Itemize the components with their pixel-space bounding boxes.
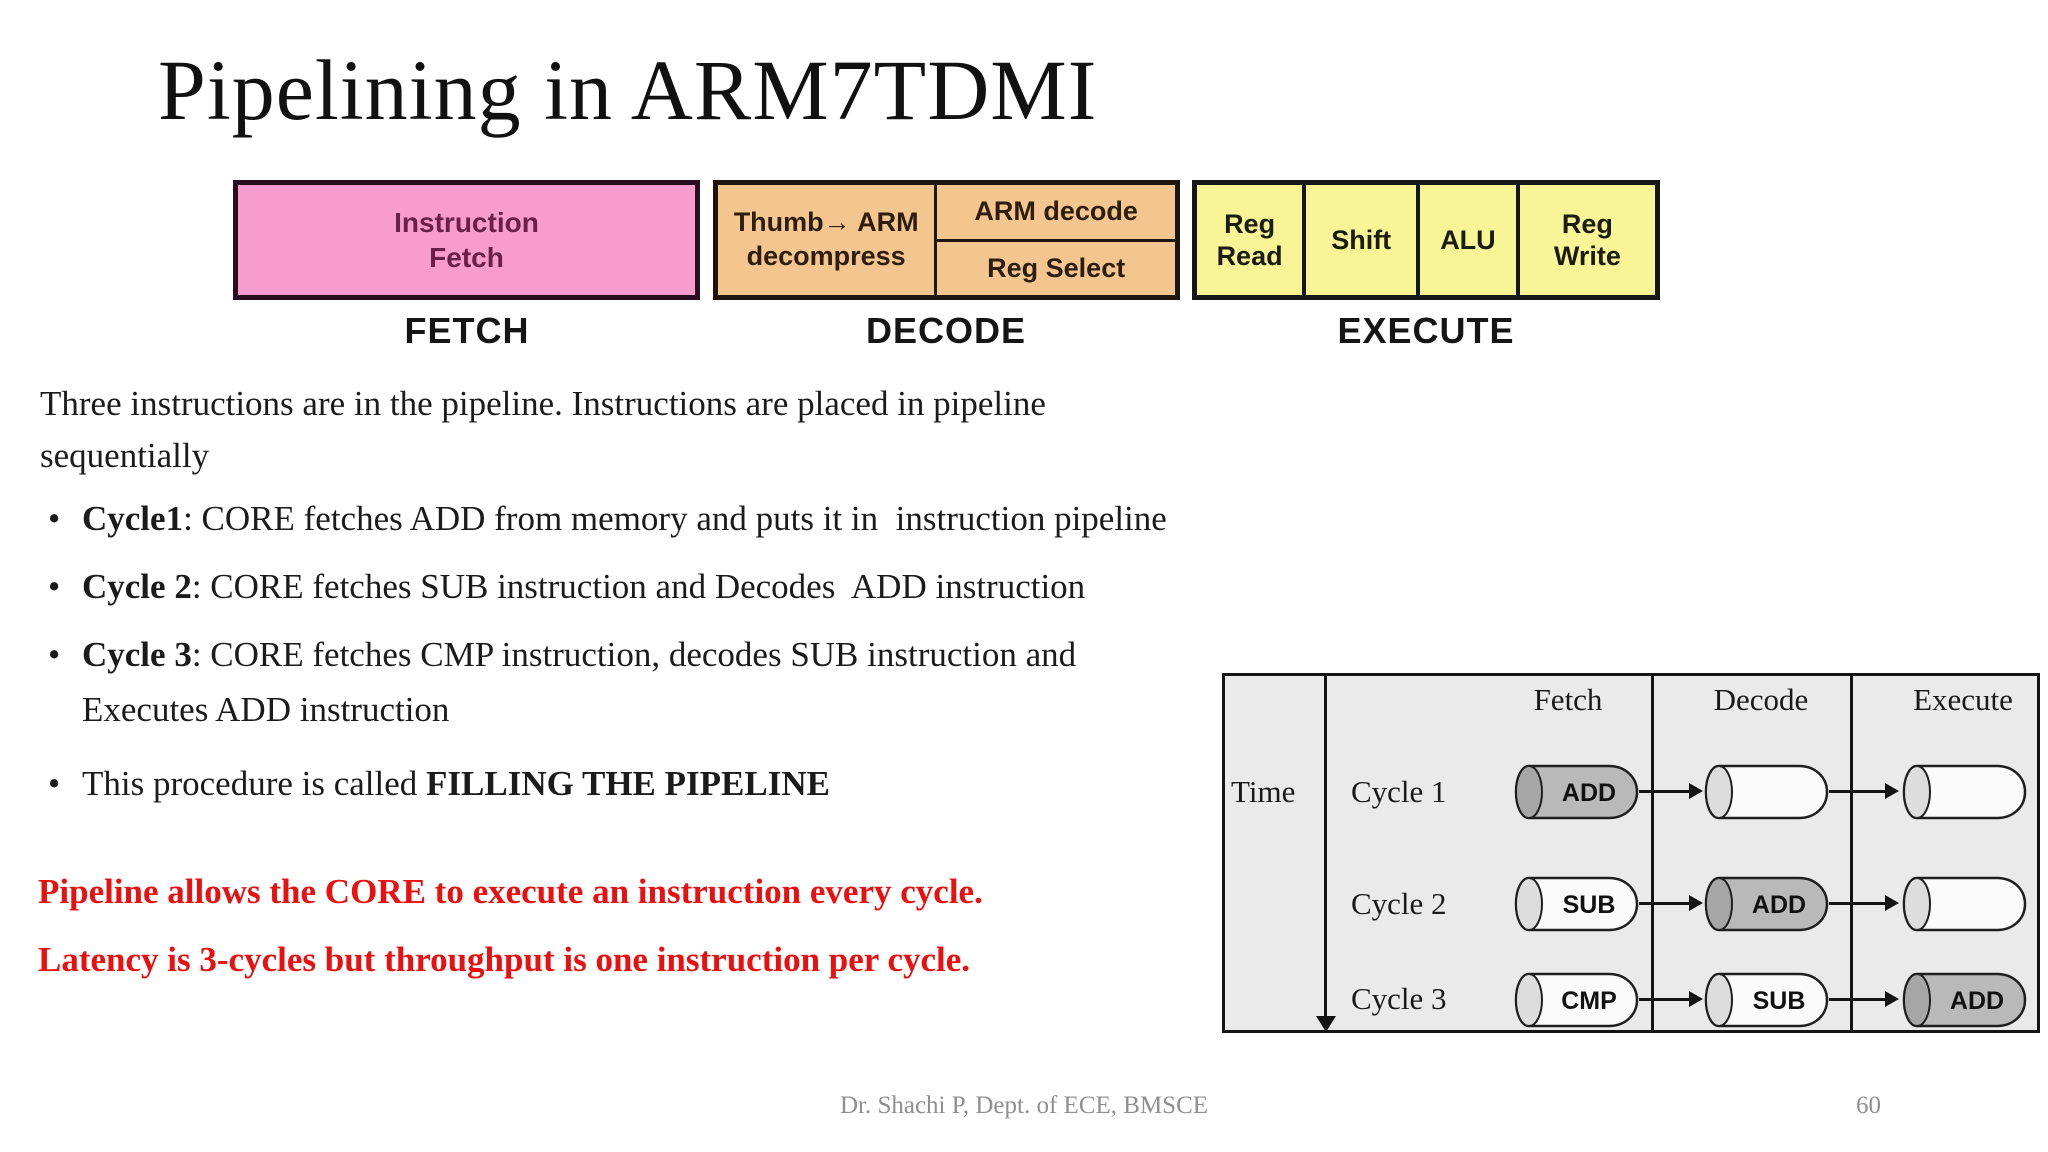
decode-thumb-arm-cell: Thumb→ ARM decompress: [718, 185, 938, 295]
arrow-cycle1-fetch-decode: [1639, 783, 1703, 799]
cylinder-cycle1-decode: [1704, 764, 1829, 820]
decode-arm-decode-cell: ARM decode: [937, 185, 1175, 242]
svg-text:SUB: SUB: [1563, 891, 1616, 919]
bullet-marker: •: [48, 764, 61, 803]
page-title: Pipelining in ARM7TDMI: [158, 42, 1098, 138]
decode-right-cells: ARM decode Reg Select: [937, 185, 1175, 295]
svg-text:CMP: CMP: [1561, 987, 1617, 1015]
svg-text:ADD: ADD: [1562, 779, 1616, 807]
fetch-caption: FETCH: [404, 310, 530, 351]
row-label-cycle3: Cycle 3: [1351, 981, 1447, 1016]
execute-reg-write-cell: Reg Write: [1553, 208, 1621, 271]
bullet-marker: •: [48, 499, 61, 538]
cylinder-cycle2-execute: [1902, 876, 2027, 932]
cylinder-cycle2-fetch: SUB: [1514, 876, 1639, 932]
arrow-cycle1-decode-execute: [1829, 783, 1899, 799]
svg-text:SUB: SUB: [1753, 987, 1806, 1015]
execute-shift-cell: Shift: [1306, 185, 1421, 295]
execute-reg-read-cell: Reg Read: [1197, 185, 1307, 295]
decode-caption: DECODE: [865, 310, 1027, 351]
svg-text:ADD: ADD: [1950, 987, 2004, 1015]
cylinder-cycle1-execute: [1902, 764, 2027, 820]
fetch-stage-label: Instruction Fetch: [394, 207, 539, 273]
decode-execute-divider: [1850, 676, 1853, 1030]
time-axis-line: [1324, 676, 1327, 1018]
arrow-cycle2-decode-execute: [1829, 895, 1899, 911]
page-number: 60: [1856, 1092, 1881, 1119]
execute-stage-box: Reg Read Shift ALU Reg Write: [1192, 180, 1660, 300]
bullet-marker: •: [48, 635, 61, 674]
arrow-cycle2-fetch-decode: [1639, 895, 1703, 911]
execute-alu-cell: ALU: [1420, 185, 1520, 295]
bullet-cycle3: • Cycle 3: CORE fetches CMP instruction,…: [48, 628, 1408, 737]
red-note-throughput: Pipeline allows the CORE to execute an i…: [38, 872, 983, 911]
intro-paragraph: Three instructions are in the pipeline. …: [40, 384, 1046, 475]
row-label-cycle2: Cycle 2: [1351, 886, 1447, 921]
decode-stage-box: Thumb→ ARM decompress ARM decode Reg Sel…: [713, 180, 1180, 300]
execute-caption: EXECUTE: [1337, 310, 1515, 351]
decode-reg-select-cell: Reg Select: [987, 252, 1126, 283]
red-note-latency: Latency is 3-cycles but throughput is on…: [38, 940, 971, 979]
arrow-cycle3-decode-execute: [1829, 991, 1899, 1007]
cylinder-cycle3-decode: SUB: [1704, 972, 1829, 1028]
bullet-filling-pipeline: • This procedure is called FILLING THE P…: [48, 757, 1408, 812]
time-axis-arrowhead: [1316, 1016, 1336, 1032]
pipeline-fill-figure: Fetch Decode Execute Time Cycle 1 Cycle …: [1222, 673, 2040, 1033]
cylinder-cycle3-execute: ADD: [1902, 972, 2027, 1028]
fig-header-decode: Decode: [1713, 682, 1809, 717]
row-label-cycle1: Cycle 1: [1351, 774, 1447, 809]
bullet-marker: •: [48, 567, 61, 606]
fig-header-execute: Execute: [1913, 682, 2013, 717]
cylinder-cycle2-decode: ADD: [1704, 876, 1829, 932]
svg-text:ADD: ADD: [1752, 891, 1806, 919]
cylinder-cycle3-fetch: CMP: [1514, 972, 1639, 1028]
fig-header-fetch: Fetch: [1533, 682, 1603, 717]
fetch-stage-box: Instruction Fetch: [233, 180, 700, 300]
bullet-cycle1: • Cycle1: CORE fetches ADD from memory a…: [48, 492, 1608, 547]
cylinder-cycle1-fetch: ADD: [1514, 764, 1639, 820]
bullet-cycle2: • Cycle 2: CORE fetches SUB instruction …: [48, 560, 1608, 615]
time-axis-label: Time: [1231, 774, 1296, 809]
fetch-decode-divider: [1651, 676, 1654, 1030]
footer-credit: Dr. Shachi P, Dept. of ECE, BMSCE: [839, 1092, 1209, 1119]
arrow-cycle3-fetch-decode: [1639, 991, 1703, 1007]
